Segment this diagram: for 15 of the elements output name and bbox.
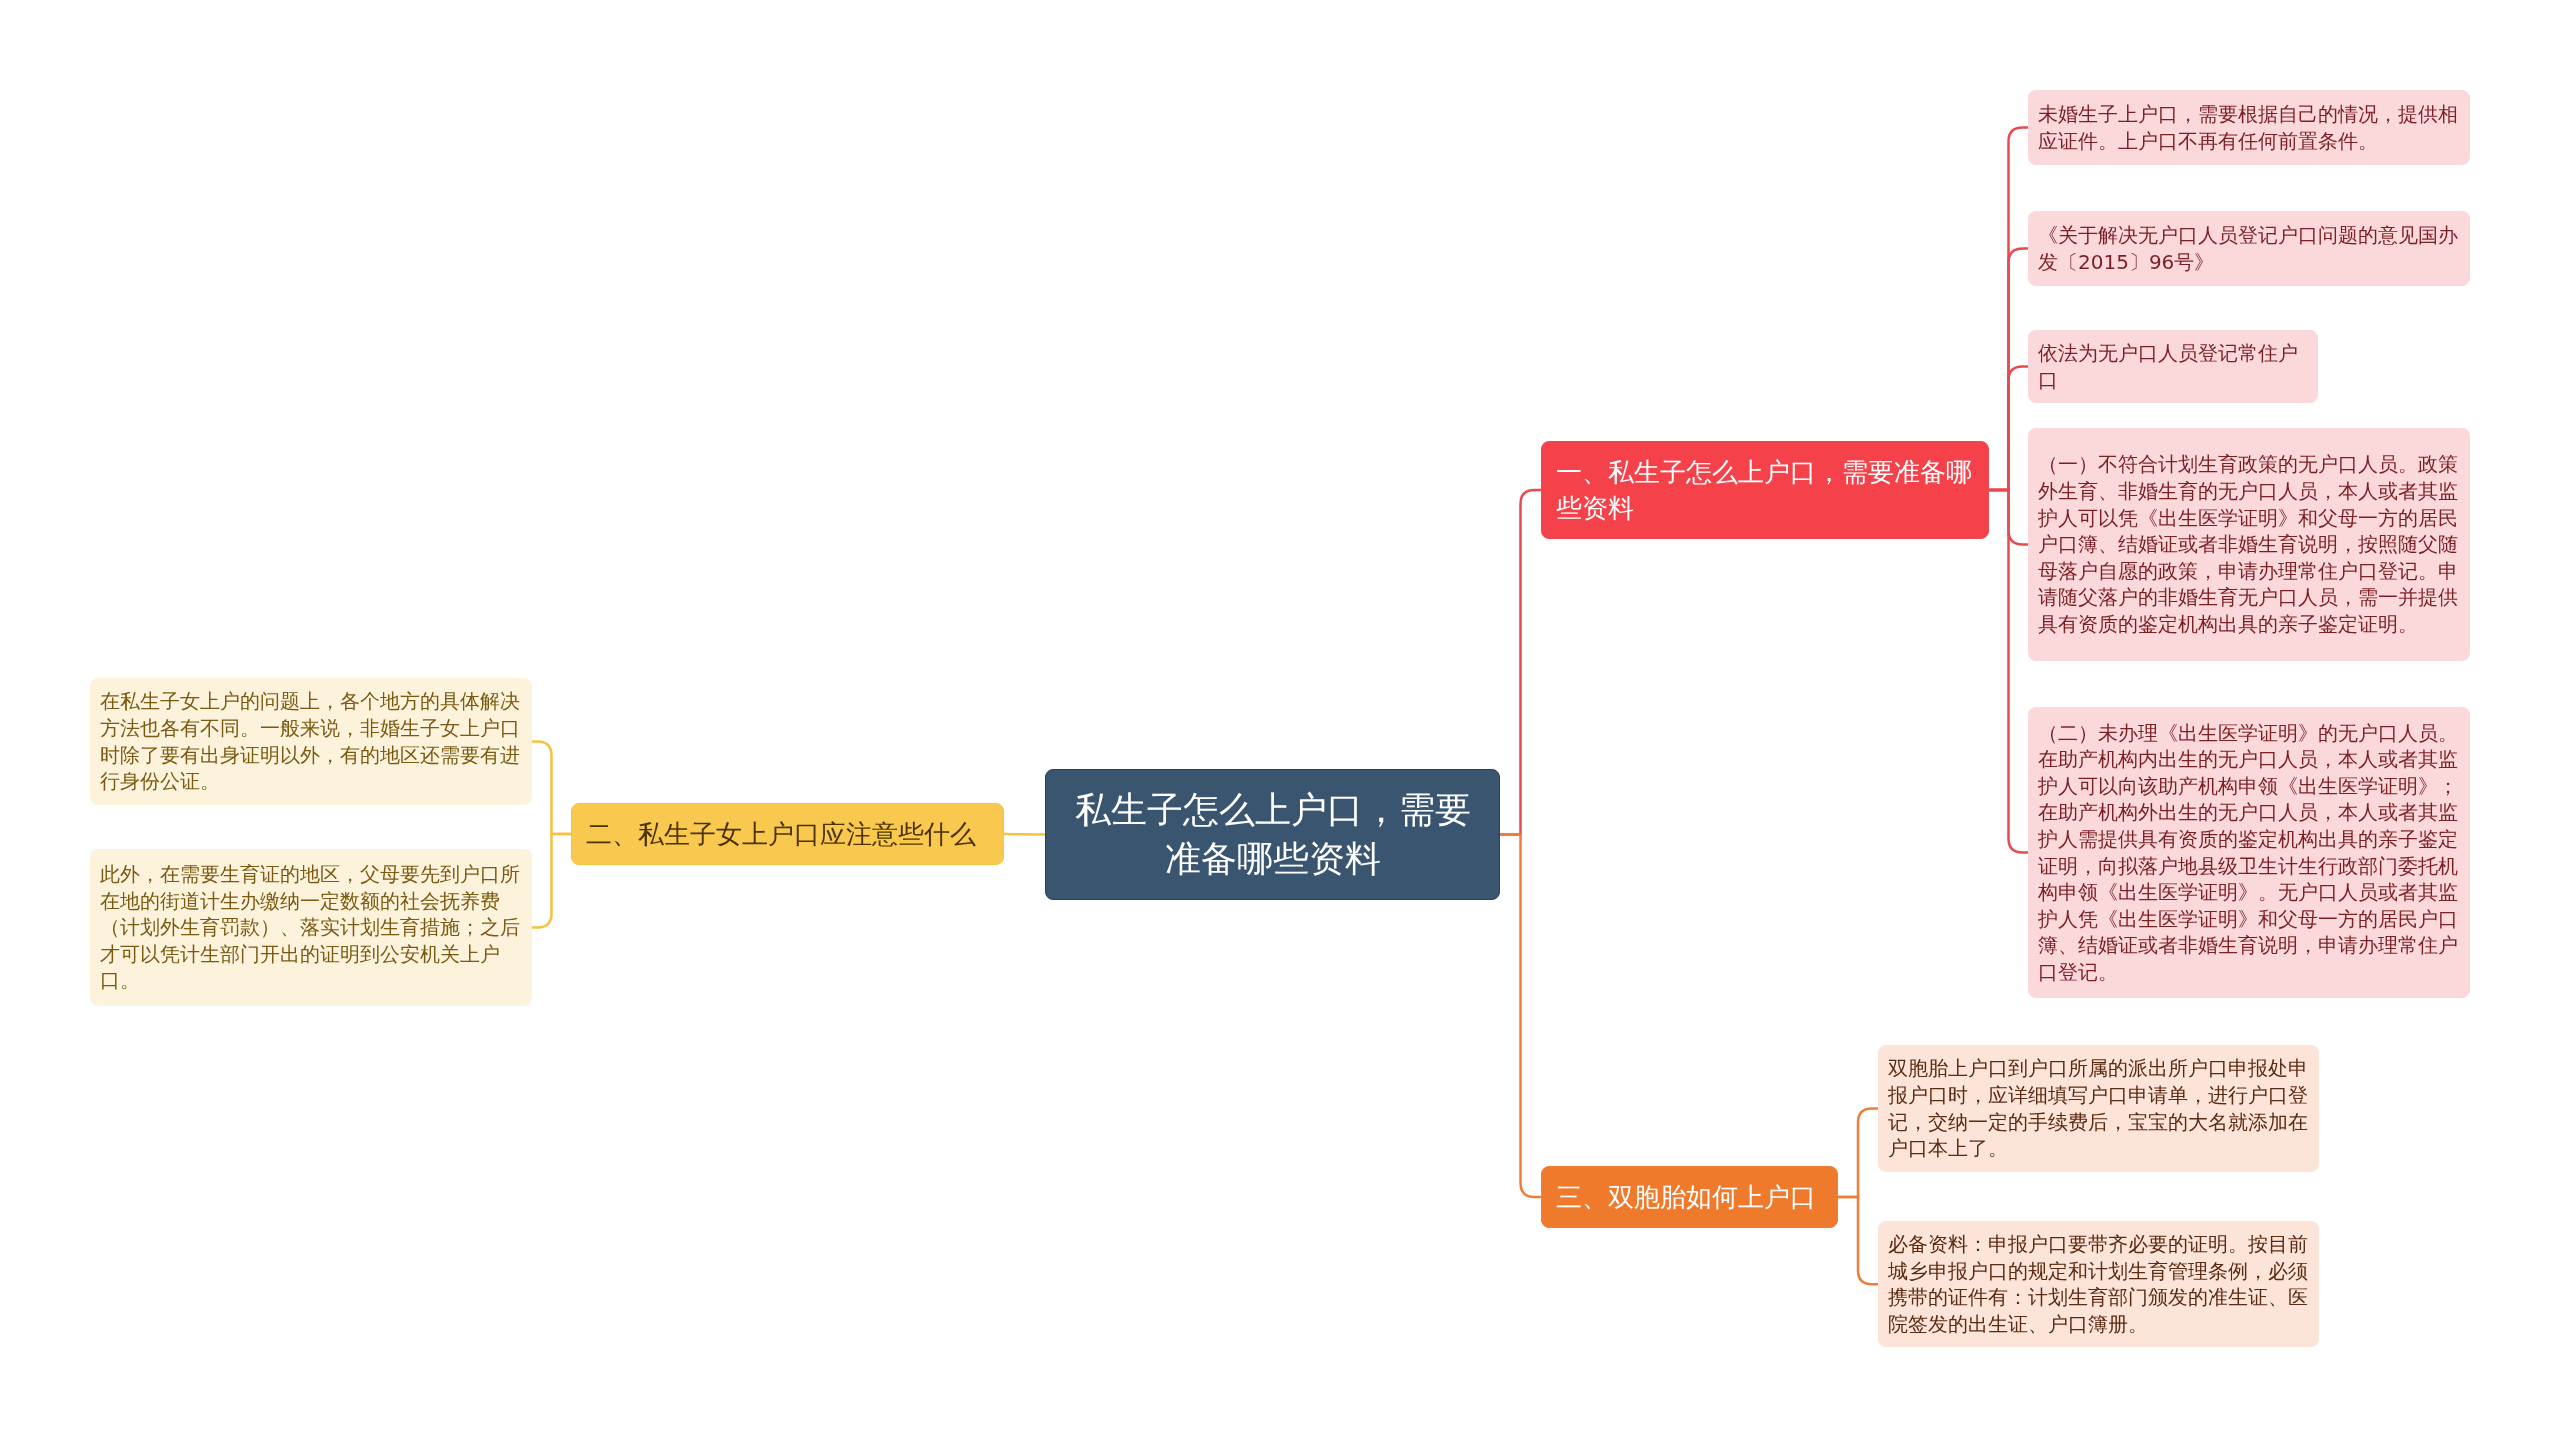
connector-line [1500,833,1541,1199]
branch-topic-box: 三、双胞胎如何上户口 [1541,1166,1838,1228]
note-box: 《关于解决无户口人员登记户口问题的意见国办发〔2015〕96号》 [2028,211,2470,286]
note-box: 依法为无户口人员登记常住户口 [2028,330,2318,404]
connector-line [1004,832,1045,836]
note-box: 双胞胎上户口到户口所属的派出所户口申报处申报户口时，应详细填写户口申请单，进行户口登记，交纳一定的手续费后，宝宝的大名就添加在户口本上了。 [1878,1045,2319,1172]
central-topic-box: 私生子怎么上户口，需要准备哪些资料 [1045,769,1500,900]
note-box: （二）未办理《出生医学证明》的无户口人员。在助产机构内出生的无户口人员，本人或者其监护人可以向该助产机构申领《出生医学证明》；在助产机构外出生的无户口人员，本人或者其监护人需提供具有资质的鉴定机构出具的亲子鉴定证明，向拟落户地县级卫生计生行政部门委托机构申领《出生医学证明》。无户口人员或者其监护人凭《出生医学证明》和父母一方的居民户口簿、结婚证或者非婚生育说明，申请办理常住户口登记。 [2028,707,2470,998]
note-box: 在私生子女上户的问题上，各个地方的具体解决方法也各有不同。一般来说，非婚生子女上户口时除了要有出身证明以外，有的地区还需要有进行身份公证。 [90,678,532,805]
note-box: （一）不符合计划生育政策的无户口人员。政策外生育、非婚生育的无户口人员，本人或者其监护人可以凭《出生医学证明》和父母一方的居民户口簿、结婚证或者非婚生育说明，按照随父随母落户自愿的政策，申请办理常住户口登记。申请随父落户的非婚生育无户口人员，需一并提供具有资质的鉴定机构出具的亲子鉴定证明。 [2028,428,2470,661]
note-box: 未婚生子上户口，需要根据自己的情况，提供相应证件。上户口不再有任何前置条件。 [2028,90,2470,165]
branch-topic-box: 二、私生子女上户口应注意些什么 [571,803,1004,865]
note-box: 此外，在需要生育证的地区，父母要先到户口所在地的街道计生办缴纳一定数额的社会抚养费（计划外生育罚款）、落实计划生育措施；之后才可以凭计生部门开出的证明到公安机关上户口。 [90,849,532,1006]
note-box: 必备资料：申报户口要带齐必要的证明。按目前城乡申报户口的规定和计划生育管理条例，必须携带的证件有：计划生育部门颁发的准生证、医院签发的出生证、户口簿册。 [1878,1221,2319,1348]
branch-topic-box: 一、私生子怎么上户口，需要准备哪些资料 [1541,441,1989,539]
